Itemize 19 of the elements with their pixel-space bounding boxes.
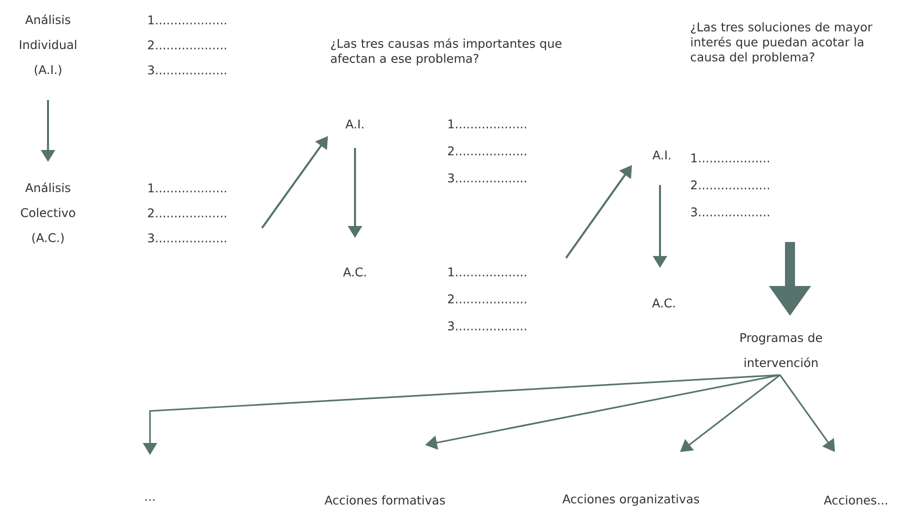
dotted-list: 1................... 2................... 3................... [448,268,526,330]
node-label: Acciones... [824,495,887,505]
node-label: Acciones organizativas [562,494,700,506]
node-label: Análisis Individual (A.I.) [20,14,76,76]
node-label: ... [146,499,154,501]
node-label: A.C. [652,298,675,308]
dotted-list: 1................... 2................... 3................... [148,16,226,74]
dotted-list: 1................... 2................... 3................... [148,184,226,242]
node-label: Análisis Colectivo (A.C.) [20,182,76,244]
dotted-list: 1................... 2................... 3................... [691,154,770,216]
node-label: A.I. [652,150,670,160]
question-text: ¿Las tres soluciones de mayor interés que puedan acotar la causa del problema? [690,22,872,64]
arrow [680,374,780,452]
dotted-list: 1................... 2................... 3................... [448,120,526,182]
node-label: A.C. [343,267,366,277]
node-label: A.I. [346,120,364,128]
question-text: ¿Las tres causas más importantes que afectan a ese problema? [330,38,562,66]
node-label: Programas de intervención [740,332,822,368]
node-label: Acciones formativas [324,495,445,505]
